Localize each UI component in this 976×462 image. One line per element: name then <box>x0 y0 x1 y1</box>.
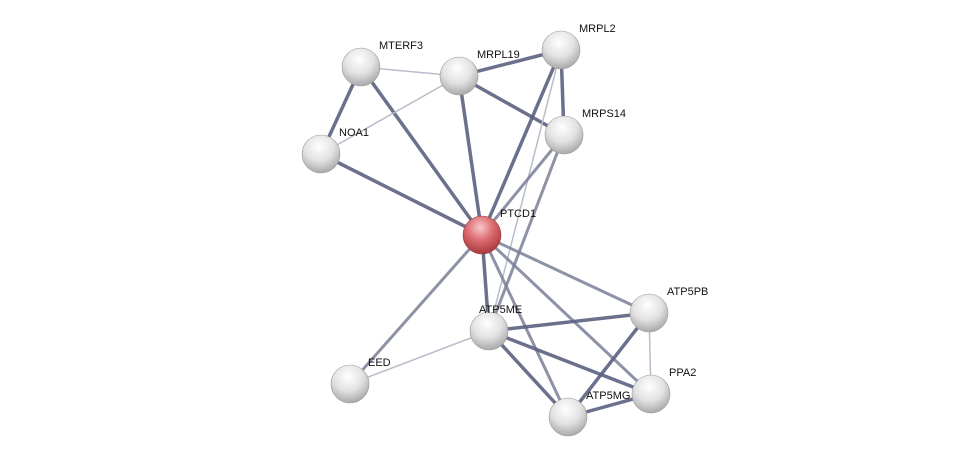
node-label: ATP5MG <box>586 390 630 402</box>
node-label: MRPS14 <box>582 108 626 120</box>
node-sphere[interactable] <box>330 364 370 404</box>
edge-ptcd1-atp5pb[interactable] <box>481 233 650 315</box>
node-sphere[interactable] <box>548 397 588 437</box>
edge-mrpl2-ptcd1[interactable] <box>480 49 563 236</box>
edge-mrps14-ptcd1[interactable] <box>480 134 566 236</box>
edge-atp5me-ppa2[interactable] <box>488 329 652 396</box>
edge-mterf3-ptcd1[interactable] <box>359 65 484 237</box>
node-atp5mg[interactable]: ATP5MG <box>548 390 630 437</box>
node-eed[interactable]: EED <box>330 357 391 404</box>
edge-mrpl19-mrps14[interactable] <box>458 74 565 137</box>
edge-mrpl19-ptcd1[interactable] <box>457 75 484 236</box>
node-sphere[interactable] <box>301 134 341 174</box>
node-label: MRPL2 <box>579 23 616 35</box>
node-mrps14[interactable]: MRPS14 <box>544 108 626 155</box>
node-label: PTCD1 <box>500 208 536 220</box>
edge-eed-atp5me[interactable] <box>349 330 490 385</box>
edge-atp5me-atp5pb[interactable] <box>488 311 650 333</box>
node-sphere[interactable] <box>462 215 502 255</box>
node-label: ATP5PB <box>667 286 708 298</box>
edge-mrps14-atp5me[interactable] <box>487 134 566 332</box>
node-ptcd1[interactable]: PTCD1 <box>462 208 536 255</box>
node-noa1[interactable]: NOA1 <box>301 127 369 174</box>
edge-noa1-mrpl19[interactable] <box>320 75 460 155</box>
node-ppa2[interactable]: PPA2 <box>631 367 696 414</box>
node-sphere[interactable] <box>631 374 671 414</box>
node-atp5pb[interactable]: ATP5PB <box>629 286 708 333</box>
node-sphere[interactable] <box>439 56 479 96</box>
edge-atp5me-atp5mg[interactable] <box>487 329 570 419</box>
node-label: MRPL19 <box>477 49 520 61</box>
edge-atp5pb-atp5mg[interactable] <box>566 311 651 419</box>
edge-ptcd1-eed[interactable] <box>348 234 484 385</box>
node-label: PPA2 <box>669 367 696 379</box>
node-label: ATP5ME <box>479 304 522 316</box>
node-sphere[interactable] <box>544 115 584 155</box>
node-sphere[interactable] <box>541 30 581 70</box>
node-mrpl19[interactable]: MRPL19 <box>439 49 520 96</box>
node-label: NOA1 <box>339 127 369 139</box>
node-mrpl2[interactable]: MRPL2 <box>541 23 616 70</box>
node-atp5me[interactable]: ATP5ME <box>469 304 522 351</box>
node-label: EED <box>368 357 391 369</box>
node-sphere[interactable] <box>629 293 669 333</box>
edge-noa1-ptcd1[interactable] <box>320 152 483 237</box>
node-label: MTERF3 <box>379 40 423 52</box>
edge-mrpl2-atp5me[interactable] <box>488 49 562 332</box>
edge-ptcd1-ppa2[interactable] <box>480 233 653 396</box>
node-mterf3[interactable]: MTERF3 <box>341 40 423 87</box>
node-sphere[interactable] <box>469 311 509 351</box>
node-sphere[interactable] <box>341 47 381 87</box>
